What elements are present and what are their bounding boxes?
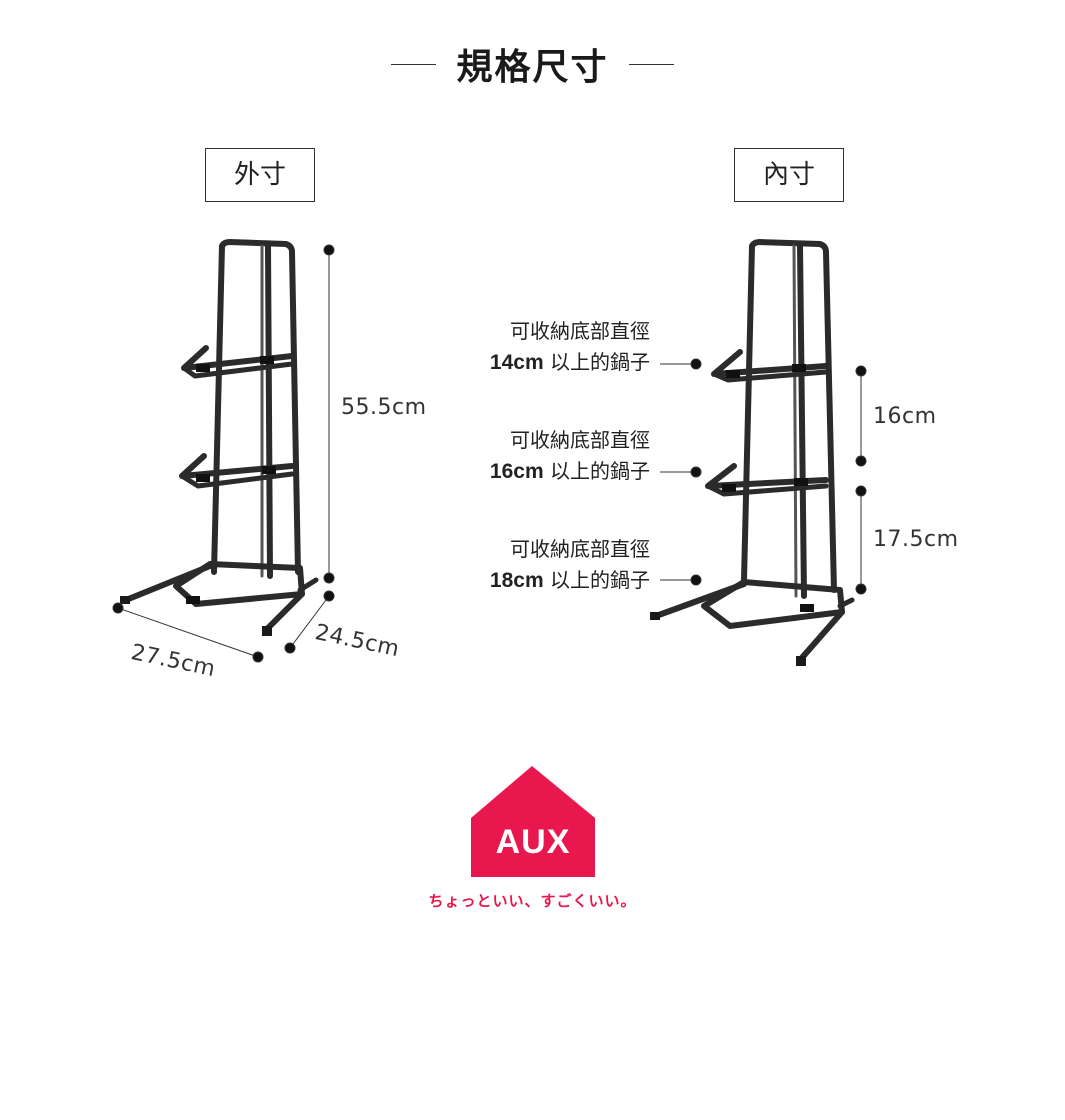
outer-height-label: 55.5cm [341, 395, 427, 420]
inner-size-box: 內寸 [734, 148, 844, 202]
outer-size-box: 外寸 [205, 148, 315, 202]
pot-label-bottom: 可收納底部直徑 18cm 以上的鍋子 [400, 534, 650, 596]
logo-text: AUX [496, 823, 571, 861]
logo-house-shape [471, 766, 595, 877]
aux-logo: AUX [471, 766, 595, 877]
title-rule-left [391, 63, 437, 65]
pot-label-bottom-size: 18cm [489, 569, 544, 592]
pot-label-bottom-rest: 以上的鍋子 [550, 568, 650, 592]
pot-label-middle-rest: 以上的鍋子 [550, 459, 650, 483]
pot-label-top-size: 14cm [489, 351, 544, 374]
pot-label-top-rest: 以上的鍋子 [550, 350, 650, 374]
outer-dimension-lines [112, 244, 335, 663]
title-rule-right [628, 63, 674, 65]
inner-gap-top-label: 16cm [873, 404, 937, 429]
pot-label-bottom-line1: 可收納底部直徑 [510, 537, 650, 561]
pot-label-top-line1: 可收納底部直徑 [510, 319, 650, 343]
pot-label-middle: 可收納底部直徑 16cm 以上的鍋子 [400, 425, 650, 487]
title-text: 規格尺寸 [456, 46, 609, 88]
brand-tagline: ちょっといい、すごくいい。 [428, 892, 637, 910]
pot-label-middle-line1: 可收納底部直徑 [510, 428, 650, 452]
pot-label-middle-size: 16cm [489, 460, 544, 483]
inner-rack-drawing [650, 239, 855, 666]
page-title: 規格尺寸 [0, 38, 1065, 90]
inner-leader-lines [660, 358, 702, 586]
outer-rack-drawing [120, 239, 319, 636]
inner-gap-bottom-label: 17.5cm [873, 527, 959, 552]
pot-label-top: 可收納底部直徑 14cm 以上的鍋子 [400, 316, 650, 378]
inner-dimension-lines [855, 365, 867, 595]
